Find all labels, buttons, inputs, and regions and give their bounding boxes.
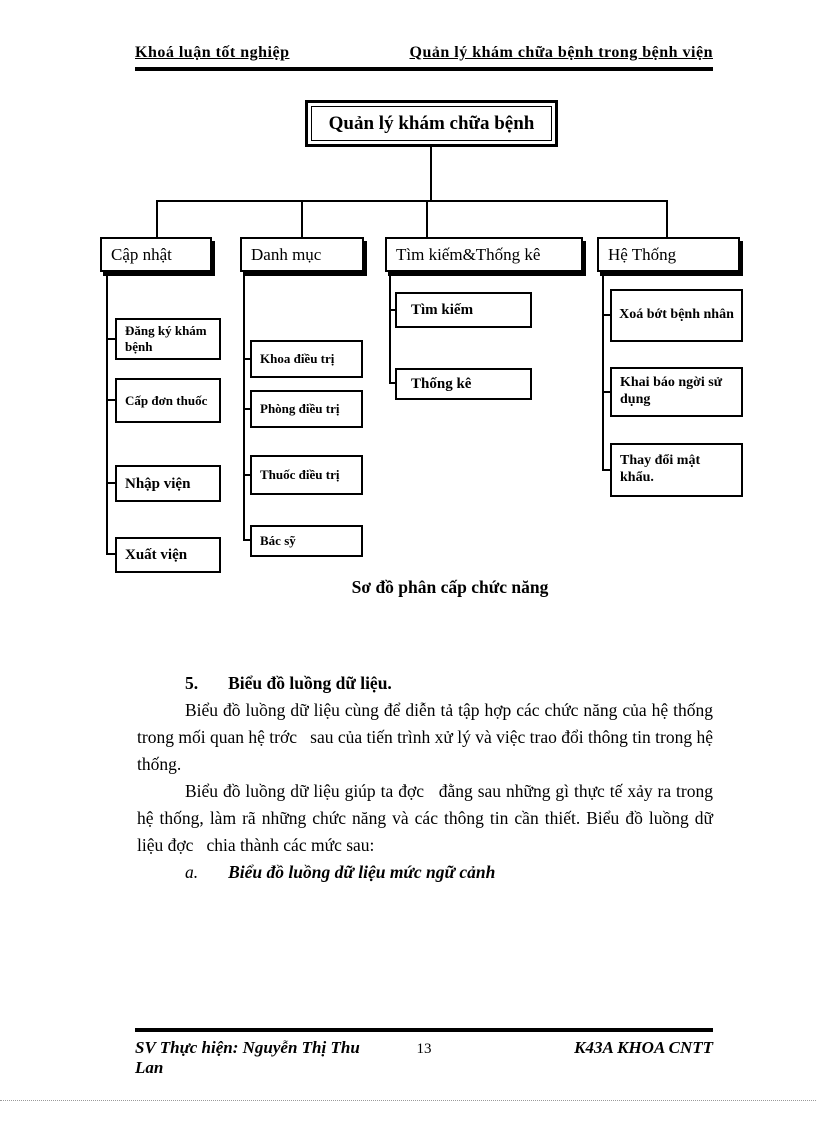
footer-rule — [135, 1028, 713, 1032]
bottom-dotted-rule — [0, 1100, 816, 1101]
section-heading-number: 5. — [185, 673, 199, 693]
connector-line — [389, 309, 395, 311]
subsection-heading-title: Biểu đồ luồng dữ liệu mức ngữ cảnh — [228, 862, 496, 882]
diagram-child-box-phong-dieu-tri: Phòng điều trị — [250, 390, 363, 428]
footer-author: SV Thực hiện: Nguyễn Thị Thu Lan — [135, 1038, 360, 1077]
connector-line — [106, 553, 115, 555]
diagram-child-box-thuoc-dieu-tri: Thuốc điều trị — [250, 455, 363, 495]
diagram-caption: Sơ đồ phân cấp chức năng — [351, 577, 549, 597]
connector-line — [243, 474, 250, 476]
connector-line — [602, 469, 610, 471]
diagram-child-box-tim-kiem: Tìm kiếm — [395, 292, 532, 328]
diagram-child-box-thay-doi-mat-khau: Thay đổi mật khẩu. — [610, 443, 743, 497]
paragraph: Biểu đồ luồng dữ liệu giúp ta đợc đằng s… — [137, 781, 713, 855]
diagram-child-box-xoa-bot-benh-nhan: Xoá bớt bệnh nhân — [610, 289, 743, 342]
paragraph: Biểu đồ luồng dữ liệu cùng để diễn tả tậ… — [137, 700, 713, 774]
diagram-child-box-thong-ke: Thống kê — [395, 368, 532, 400]
diagram-child-box-bac-sy: Bác sỹ — [250, 525, 363, 557]
connector-line — [602, 272, 604, 470]
diagram-branch-box-cap-nhat: Cập nhật — [100, 237, 212, 272]
connector-line — [243, 408, 250, 410]
section-heading: 5. Biểu đồ luồng dữ liệu. — [185, 670, 713, 697]
connector-line — [106, 482, 115, 484]
footer-class: K43A KHOA CNTT — [574, 1038, 713, 1057]
connector-line — [156, 200, 158, 237]
diagram-child-box-xuat-vien: Xuất viện — [115, 537, 221, 573]
header-left-text: Khoá luận tốt nghiệp — [135, 44, 290, 61]
connector-line — [106, 399, 115, 401]
connector-line — [426, 200, 428, 237]
body-text-block: 5. Biểu đồ luồng dữ liệu. Biểu đồ luồng d… — [137, 670, 713, 886]
connector-line — [106, 272, 108, 555]
connector-line — [243, 272, 245, 541]
subsection-heading-number: a. — [185, 862, 199, 882]
diagram-branch-box-tim-kiem-thong-ke: Tìm kiếm&Thống kê — [385, 237, 583, 272]
diagram-branch-box-danh-muc: Danh mục — [240, 237, 364, 272]
diagram-child-box-nhap-vien: Nhập viện — [115, 465, 221, 502]
diagram-child-box-khai-bao-nguoi-su-dung: Khai báo ngời sử dụng — [610, 367, 743, 417]
header-right-text: Quản lý khám chữa bệnh trong bệnh viện — [409, 44, 713, 61]
section-heading-title: Biểu đồ luồng dữ liệu. — [228, 673, 392, 693]
connector-line — [666, 200, 668, 237]
diagram-child-box-dang-ky-kham-benh: Đăng ký khám bệnh — [115, 318, 221, 360]
diagram-child-box-khoa-dieu-tri: Khoa điều trị — [250, 340, 363, 378]
diagram-child-box-cap-don-thuoc: Cấp đơn thuốc — [115, 378, 221, 423]
diagram-root-label: Quản lý khám chữa bệnh — [311, 106, 552, 141]
diagram-branch-box-he-thong: Hệ Thống — [597, 237, 740, 272]
connector-line — [389, 382, 395, 384]
connector-line — [430, 147, 432, 202]
connector-line — [243, 539, 250, 541]
page-footer: SV Thực hiện: Nguyễn Thị Thu Lan 13 K43A… — [135, 1038, 713, 1078]
connector-line — [602, 314, 610, 316]
connector-line — [602, 391, 610, 393]
connector-line — [389, 272, 391, 384]
subsection-heading: a. Biểu đồ luồng dữ liệu mức ngữ cảnh — [185, 859, 713, 886]
page-number: 13 — [416, 1041, 432, 1057]
connector-line — [301, 200, 303, 237]
diagram-root-box: Quản lý khám chữa bệnh — [305, 100, 558, 147]
header-rule — [135, 67, 713, 71]
connector-line — [106, 338, 115, 340]
connector-line — [156, 200, 668, 202]
connector-line — [243, 358, 250, 360]
page-header: Khoá luận tốt nghiệp Quản lý khám chữa b… — [135, 44, 713, 62]
